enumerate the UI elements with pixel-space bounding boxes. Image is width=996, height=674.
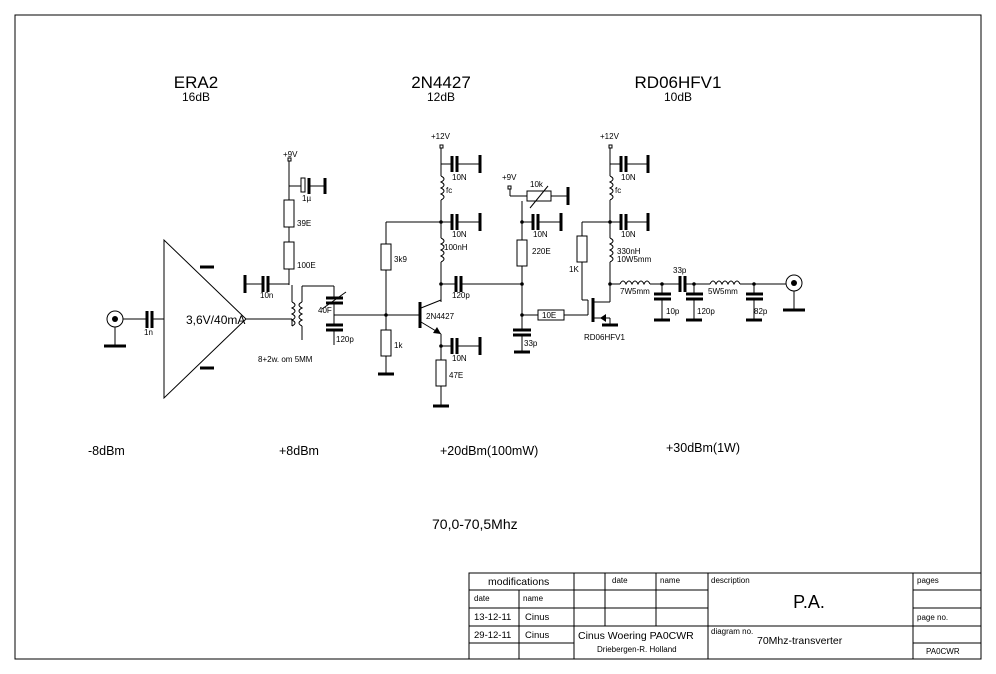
tb-code: PA0CWR bbox=[926, 647, 960, 656]
c-10n-c-label: 10N bbox=[452, 354, 467, 363]
mmic-label: 3,6V/40mA bbox=[186, 313, 245, 327]
c-10n-d-label: 10N bbox=[533, 230, 548, 239]
c-10n-f-label: 10N bbox=[621, 230, 636, 239]
stage-headers: ERA2 16dB 2N4427 12dB RD06HFV1 10dB bbox=[174, 73, 722, 104]
c-in-label: 1n bbox=[144, 328, 153, 337]
l-100nh-label: 100nH bbox=[444, 243, 468, 252]
tb-row2-name: Cinus bbox=[525, 630, 550, 641]
input-coupling-capacitor: 1n bbox=[123, 311, 164, 337]
era2-bias-network: +9V 1µ 39E 100E 10n bbox=[243, 150, 327, 300]
interstage-transformer: 8+2w. om 5MM bbox=[258, 285, 334, 364]
c-120p-a-label: 120p bbox=[336, 335, 354, 344]
v12-a-label: +12V bbox=[431, 132, 451, 141]
frequency-range: 70,0-70,5Mhz bbox=[432, 516, 518, 532]
stage-3-name: RD06HFV1 bbox=[635, 73, 722, 92]
tb-row1-date: 13-12-11 bbox=[474, 612, 511, 623]
c-10n-e-label: 10N bbox=[621, 173, 636, 182]
q1-bias-divider: 3k9 1k bbox=[378, 221, 441, 376]
output-filter: 7W5mm 33p 5W5mm 10p 120p 82p bbox=[610, 266, 786, 322]
stage-2-gain: 12dB bbox=[427, 90, 455, 104]
tb-description: P.A. bbox=[793, 592, 825, 612]
level-input: -8dBm bbox=[88, 444, 125, 458]
level-output: +30dBm(1W) bbox=[666, 441, 740, 455]
q1-output-coupling: 120p bbox=[441, 276, 522, 300]
c-33p-b-label: 33p bbox=[673, 266, 687, 275]
c-33p-a-label: 33p bbox=[524, 339, 538, 348]
tb-description-header: description bbox=[711, 576, 750, 585]
tb-author: Cinus Woering PA0CWR bbox=[578, 630, 694, 642]
tb-name-col: name bbox=[523, 594, 544, 603]
tb-diagram-no: 70Mhz-transverter bbox=[757, 635, 843, 647]
era2-amplifier: 3,6V/40mA bbox=[163, 238, 292, 400]
q1-supply: +12V 10N fc 10N 100nH bbox=[431, 132, 482, 302]
tb-date-header: date bbox=[612, 576, 628, 585]
title-block: modifications date name date name 13-12-… bbox=[468, 572, 982, 660]
r-1k-a-label: 1k bbox=[394, 341, 403, 350]
q2-mosfet: RD06HFV1 bbox=[584, 284, 625, 342]
c-10n-left-label: 10n bbox=[260, 291, 273, 300]
tb-row1-name: Cinus bbox=[525, 612, 550, 623]
stage-3-gain: 10dB bbox=[664, 90, 692, 104]
tb-date-col: date bbox=[474, 594, 490, 603]
tb-location: Driebergen-R. Holland bbox=[597, 645, 677, 654]
transformer-label: 8+2w. om 5MM bbox=[258, 355, 313, 364]
r-39-label: 39E bbox=[297, 219, 311, 228]
q1-transistor: 2N4427 10N 47E bbox=[386, 299, 482, 408]
stage-1-name: ERA2 bbox=[174, 73, 218, 92]
input-connector bbox=[104, 310, 126, 348]
r-3k9-label: 3k9 bbox=[394, 255, 407, 264]
c-120p-c-label: 120p bbox=[697, 307, 715, 316]
tb-pages-header: pages bbox=[917, 576, 939, 585]
v12-b-label: +12V bbox=[600, 132, 620, 141]
q2-gate-bias: +9V 10k 10N 220E 10E 33p bbox=[502, 173, 588, 354]
c-10n-b-label: 10N bbox=[452, 230, 467, 239]
l-330nh-b-label: 10W5mm bbox=[617, 255, 652, 264]
c-120p-b-label: 120p bbox=[452, 291, 470, 300]
r-220-label: 220E bbox=[532, 247, 551, 256]
l-330nh-label: 330nH bbox=[617, 247, 641, 256]
v9-right-label: +9V bbox=[502, 173, 517, 182]
l-fc-b-label: fc bbox=[615, 186, 621, 195]
tb-modifications: modifications bbox=[488, 576, 549, 588]
stage-2-name: 2N4427 bbox=[411, 73, 471, 92]
level-stage-1: +8dBm bbox=[279, 444, 319, 458]
q1-label: 2N4427 bbox=[426, 312, 455, 321]
c-10n-a-label: 10N bbox=[452, 173, 467, 182]
r-1k-b-label: 1K bbox=[569, 265, 579, 274]
power-levels: -8dBm +8dBm +20dBm(100mW) +30dBm(1W) bbox=[88, 441, 740, 458]
c-40f-label: 40F bbox=[318, 306, 332, 315]
input-match-network: 40F 120p bbox=[318, 286, 386, 345]
tb-row2-date: 29-12-11 bbox=[474, 630, 511, 641]
v9-left-label: +9V bbox=[283, 150, 298, 159]
l-7w-label: 7W5mm bbox=[620, 287, 650, 296]
r-100-label: 100E bbox=[297, 261, 316, 270]
tb-name-header: name bbox=[660, 576, 681, 585]
sheet-border bbox=[14, 14, 982, 660]
l-5w-label: 5W5mm bbox=[708, 287, 738, 296]
r-47-label: 47E bbox=[449, 371, 463, 380]
l-fc-a-label: fc bbox=[446, 186, 452, 195]
pot-10k-label: 10k bbox=[530, 180, 544, 189]
q2-supply: +12V 10N fc 10N 330nH 10W5mm 1K bbox=[569, 132, 652, 301]
c-82p-label: 82p bbox=[754, 307, 768, 316]
q2-label: RD06HFV1 bbox=[584, 333, 625, 342]
tb-diagram-no-header: diagram no. bbox=[711, 627, 753, 636]
tb-page-no-header: page no. bbox=[917, 613, 948, 622]
level-stage-2: +20dBm(100mW) bbox=[440, 444, 538, 458]
c-10p-label: 10p bbox=[666, 307, 680, 316]
stage-1-gain: 16dB bbox=[182, 90, 210, 104]
c-1u-label: 1µ bbox=[302, 194, 311, 203]
r-10-label: 10E bbox=[542, 311, 556, 320]
output-connector bbox=[783, 274, 805, 312]
